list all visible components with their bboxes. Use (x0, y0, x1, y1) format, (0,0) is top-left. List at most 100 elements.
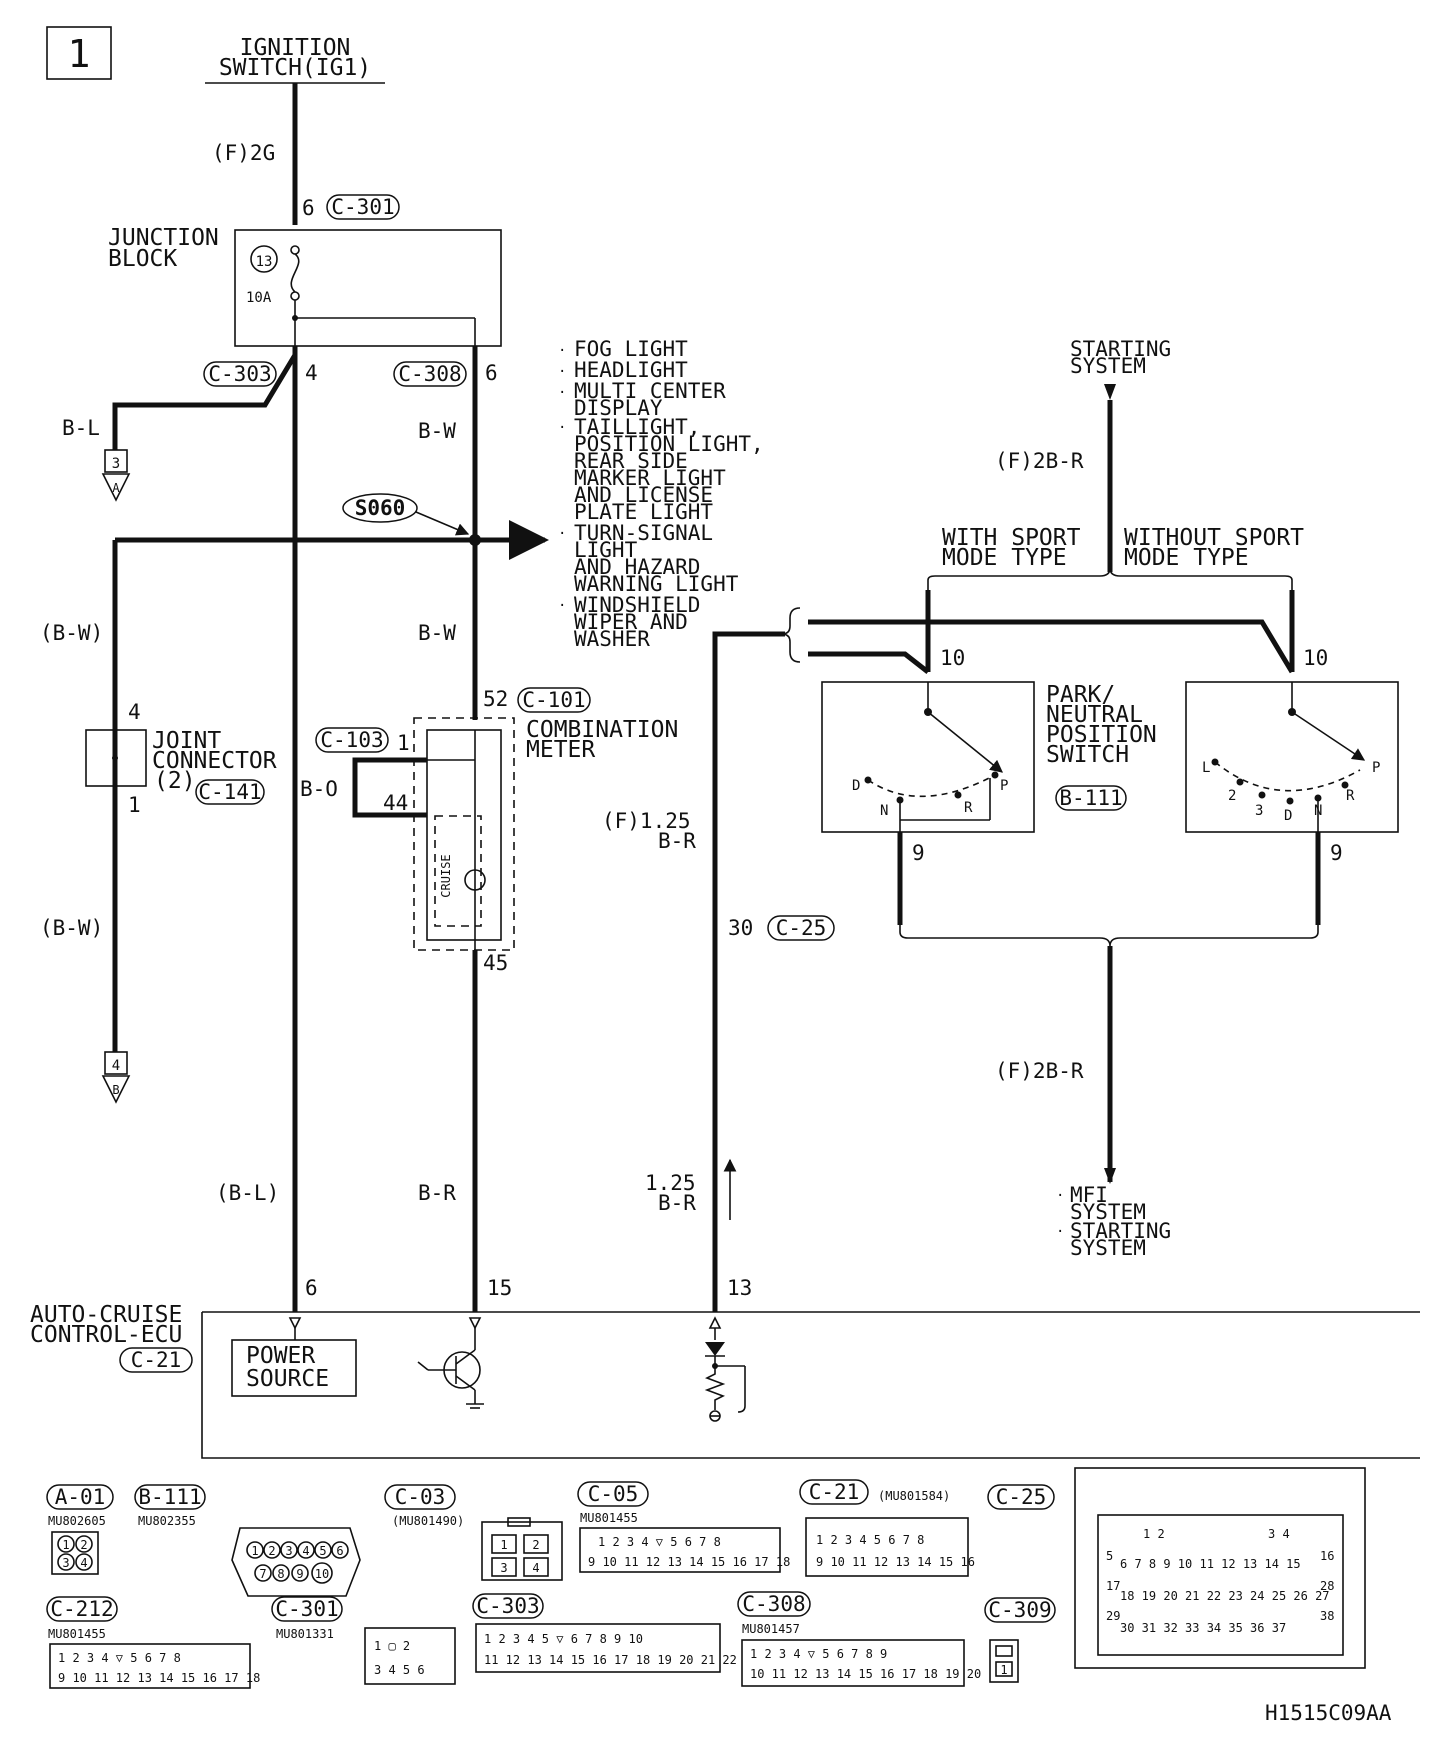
s060-destinations: · FOG LIGHT · HEADLIGHT · MULTI CENTER D… (558, 337, 764, 651)
park-neutral-switch-without-sport: L 2 3 D N R P (1185, 681, 1399, 833)
connector-c308-tag: C-308 (393, 361, 467, 387)
svg-text:·: · (558, 364, 566, 380)
svg-text:POSITION: POSITION (1046, 722, 1157, 748)
svg-text:B-111: B-111 (1059, 786, 1122, 810)
svg-text:15: 15 (487, 1276, 512, 1300)
svg-text:·: · (558, 343, 566, 359)
svg-text:4: 4 (128, 700, 141, 724)
svg-text:D: D (852, 778, 860, 794)
svg-text:9 10 11 12 13 14 15 16: 9 10 11 12 13 14 15 16 (816, 1555, 975, 1569)
svg-text:·: · (1056, 1224, 1064, 1240)
terminal-b: 4 B (101, 1051, 131, 1104)
connector-views: A-01 MU802605 1 2 3 4 B-111 MU802355 1 2… (46, 1467, 1366, 1689)
svg-text:6: 6 (305, 1276, 318, 1300)
svg-text:TURN-SIGNAL: TURN-SIGNAL (574, 521, 713, 545)
svg-text:MODE TYPE: MODE TYPE (942, 545, 1067, 571)
starting-system-source: STARTING SYSTEM (1070, 337, 1171, 400)
svg-text:WITHOUT SPORT: WITHOUT SPORT (1124, 525, 1304, 551)
svg-text:10 11 12 13 14 15 16 17 18 19: 10 11 12 13 14 15 16 17 18 19 20 (750, 1667, 981, 1681)
svg-text:17: 17 (1106, 1579, 1120, 1593)
connector-view-c-05: C-05 MU801455 1 2 3 4 ▽ 5 6 7 8 9 10 11 … (577, 1481, 790, 1573)
wire-b-o (352, 757, 427, 818)
svg-text:13: 13 (727, 1276, 752, 1300)
svg-text:PLATE LIGHT: PLATE LIGHT (574, 500, 713, 524)
svg-text:C-03: C-03 (395, 1485, 446, 1509)
svg-text:C-05: C-05 (588, 1482, 639, 1506)
svg-text:·: · (1056, 1188, 1064, 1204)
svg-text:9: 9 (296, 1567, 303, 1581)
svg-text:POWER: POWER (246, 1343, 315, 1369)
connector-view-c-303: C-303 1 2 3 4 5 ▽ 6 7 8 9 10 11 12 13 14… (472, 1593, 737, 1673)
svg-text:6 7 8 9 10 11 12 13 14 15: 6 7 8 9 10 11 12 13 14 15 (1120, 1557, 1301, 1571)
svg-text:C-308: C-308 (398, 362, 461, 386)
bottom-destinations: · MFI SYSTEM · STARTING SYSTEM (1056, 1183, 1171, 1260)
svg-text:3: 3 (285, 1544, 292, 1558)
svg-text:AUTO-CRUISE: AUTO-CRUISE (30, 1302, 182, 1328)
svg-text:9: 9 (1330, 841, 1343, 865)
connector-c25-tag: C-25 (767, 915, 835, 941)
svg-text:A: A (112, 481, 120, 495)
svg-text:MULTI CENTER: MULTI CENTER (574, 379, 726, 403)
svg-text:WINDSHIELD: WINDSHIELD (574, 593, 700, 617)
svg-text:P: P (1000, 778, 1008, 794)
svg-text:MODE TYPE: MODE TYPE (1124, 545, 1249, 571)
svg-text:C-21: C-21 (131, 1348, 182, 1372)
svg-text:30: 30 (728, 916, 753, 940)
svg-text:4: 4 (80, 1556, 87, 1570)
svg-text:REAR SIDE: REAR SIDE (574, 449, 688, 473)
connector-view-c-25: C-25 1 2 3 4 5 16 6 7 8 9 10 11 12 13 14… (987, 1467, 1366, 1669)
svg-text:STARTING: STARTING (1070, 337, 1171, 361)
svg-text:HEADLIGHT: HEADLIGHT (574, 358, 688, 382)
svg-text:1 ▢ 2: 1 ▢ 2 (374, 1639, 410, 1653)
svg-text:·: · (558, 598, 566, 614)
svg-text:1: 1 (62, 1538, 69, 1552)
svg-text:C-101: C-101 (522, 688, 585, 712)
svg-text:7: 7 (259, 1567, 266, 1581)
svg-text:1.25: 1.25 (645, 1171, 696, 1195)
svg-text:SWITCH: SWITCH (1046, 742, 1129, 768)
svg-text:·: · (558, 420, 566, 436)
svg-text:3 4 5 6: 3 4 5 6 (374, 1663, 425, 1677)
svg-text:LIGHT: LIGHT (574, 538, 638, 562)
svg-text:JUNCTION: JUNCTION (108, 225, 219, 251)
svg-text:4: 4 (302, 1544, 309, 1558)
svg-text:R: R (964, 800, 973, 816)
ignition-switch-label: IGNITION SWITCH(IG1) (205, 35, 385, 84)
svg-text:2: 2 (532, 1538, 539, 1552)
svg-text:9: 9 (912, 841, 925, 865)
connector-view-b-111: B-111 MU802355 1 2 3 4 5 6 7 8 9 10 (134, 1484, 361, 1597)
connector-view-c-03: C-03 (MU801490) 1 2 3 4 (384, 1484, 563, 1581)
svg-text:(B-W): (B-W) (40, 916, 103, 940)
svg-text:1 2 3 4 ▽ 5 6 7 8: 1 2 3 4 ▽ 5 6 7 8 (598, 1535, 721, 1549)
svg-text:18 19 20 21 22 23 24 25 26 27: 18 19 20 21 22 23 24 25 26 27 (1120, 1589, 1330, 1603)
svg-text:6: 6 (302, 196, 315, 220)
svg-text:MU801455: MU801455 (48, 1627, 106, 1641)
svg-text:B-L: B-L (62, 416, 100, 440)
svg-text:B-W: B-W (418, 419, 456, 443)
connector-view-c-309: C-309 1 (984, 1597, 1056, 1683)
svg-text:3: 3 (62, 1556, 69, 1570)
svg-text:C-301: C-301 (331, 195, 394, 219)
svg-text:5: 5 (319, 1544, 326, 1558)
connector-c103-tag: C-103 (315, 727, 389, 753)
svg-text:10: 10 (1303, 646, 1328, 670)
svg-text:3 4: 3 4 (1268, 1527, 1290, 1541)
svg-text:C-141: C-141 (198, 780, 261, 804)
svg-text:(F)2G: (F)2G (212, 141, 275, 165)
svg-text:4: 4 (532, 1561, 539, 1575)
svg-text:L: L (1202, 760, 1210, 776)
svg-text:3: 3 (500, 1561, 507, 1575)
svg-text:WIPER AND: WIPER AND (574, 610, 688, 634)
svg-text:1: 1 (128, 793, 141, 817)
svg-text:AND HAZARD: AND HAZARD (574, 555, 700, 579)
svg-text:C-308: C-308 (742, 1592, 805, 1616)
wire-to-left-switch (808, 651, 930, 674)
svg-text:C-301: C-301 (275, 1597, 338, 1621)
svg-text:C-303: C-303 (208, 362, 271, 386)
svg-text:MU801455: MU801455 (580, 1511, 638, 1525)
joint-connector: 4 1 JOINT CONNECTOR (2) (85, 700, 277, 817)
svg-text:2: 2 (80, 1538, 87, 1552)
connector-c301-tag: C-301 (326, 194, 400, 220)
svg-text:B-R: B-R (658, 829, 696, 853)
